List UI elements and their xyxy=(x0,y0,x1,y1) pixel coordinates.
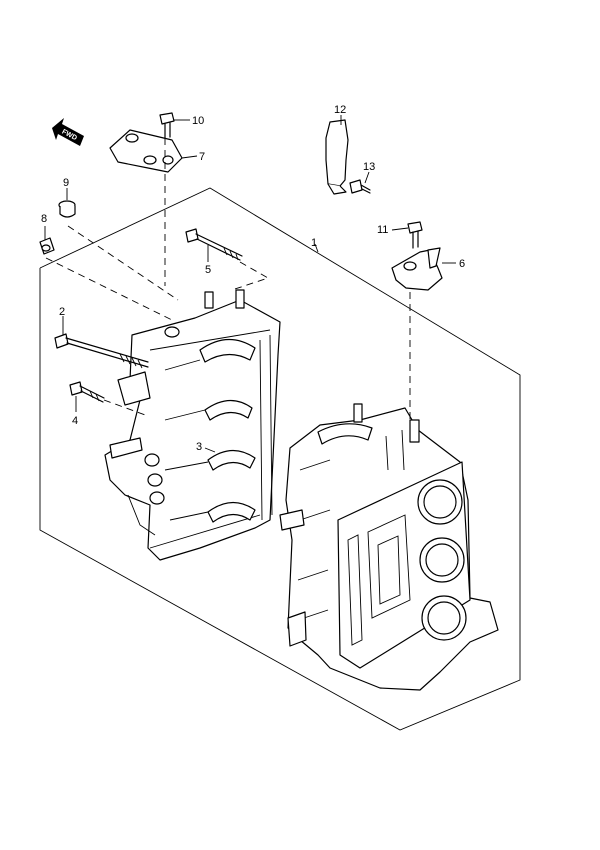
assembly-guide-lines xyxy=(45,138,411,430)
bearing-saddle-top xyxy=(317,423,373,445)
crankcase-right-half xyxy=(279,403,499,691)
fwd-arrow-icon: FWD xyxy=(52,118,84,146)
callout-5: 5 xyxy=(205,264,211,276)
callout-leaders xyxy=(44,115,456,453)
callout-2: 2 xyxy=(59,306,65,318)
callout-10: 10 xyxy=(192,115,204,127)
callout-12: 12 xyxy=(334,104,346,116)
callout-8: 8 xyxy=(41,213,47,225)
assembly-box-outline xyxy=(39,187,521,731)
callout-6: 6 xyxy=(459,258,465,270)
callout-7: 7 xyxy=(199,151,205,163)
plug-part-8 xyxy=(39,237,55,255)
bolt-short-part-4 xyxy=(69,381,105,403)
bearing-saddle-2 xyxy=(204,399,253,421)
callout-3: 3 xyxy=(196,441,202,453)
bolt-part-10 xyxy=(159,112,175,139)
bracket-part-7 xyxy=(109,129,183,173)
callout-13: 13 xyxy=(363,161,375,173)
bearing-saddle-1 xyxy=(199,338,256,363)
callout-labels: 1 2 3 4 5 6 7 8 9 10 11 12 13 xyxy=(41,104,465,453)
cap-part-9 xyxy=(58,200,76,218)
bolt-part-11 xyxy=(407,221,423,249)
callout-11: 11 xyxy=(377,224,388,236)
bolt-part-13 xyxy=(349,179,371,194)
callout-9: 9 xyxy=(63,177,69,189)
bearing-saddle-4 xyxy=(207,501,256,523)
mount-block-part-6 xyxy=(391,247,443,291)
clamp-part-12 xyxy=(325,119,349,195)
callout-1: 1 xyxy=(311,237,317,249)
bearing-saddle-3 xyxy=(207,449,256,471)
callout-4: 4 xyxy=(72,415,78,427)
crankcase-left-half xyxy=(104,289,281,561)
bolt-long-part-2 xyxy=(54,333,149,369)
bolt-part-5 xyxy=(185,228,243,261)
